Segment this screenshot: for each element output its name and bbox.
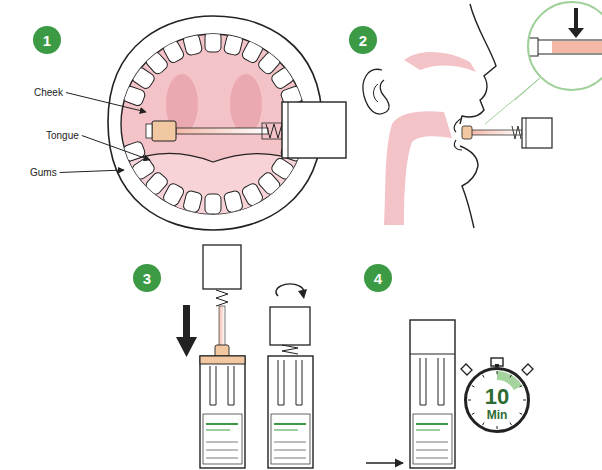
- leader-line: [82, 136, 150, 161]
- step-label: 1: [43, 33, 51, 48]
- step-number: 2: [349, 26, 377, 54]
- step-label: 2: [359, 33, 367, 48]
- step-label: 3: [143, 271, 151, 286]
- waiting-tube: [366, 320, 455, 468]
- leader-line: [66, 93, 146, 113]
- timer-unit: Min: [487, 409, 508, 421]
- step-number: 4: [364, 264, 392, 292]
- part-label: Gums: [30, 167, 57, 178]
- part-label: Cheek: [34, 87, 63, 98]
- head-profile: [363, 4, 552, 228]
- leader-line: [60, 170, 124, 173]
- zoom-inset: [528, 2, 602, 90]
- step-number: 3: [133, 264, 161, 292]
- timer-value: 10: [485, 386, 509, 408]
- capped-tube: [268, 284, 313, 468]
- step-label: 4: [374, 271, 382, 286]
- insert-swab: [176, 245, 245, 468]
- mouth-figure: [108, 16, 346, 230]
- part-label: Tongue: [46, 130, 79, 141]
- stopwatch: [461, 358, 533, 433]
- step-number: 1: [33, 26, 61, 54]
- timer-face: 10Min: [464, 367, 530, 433]
